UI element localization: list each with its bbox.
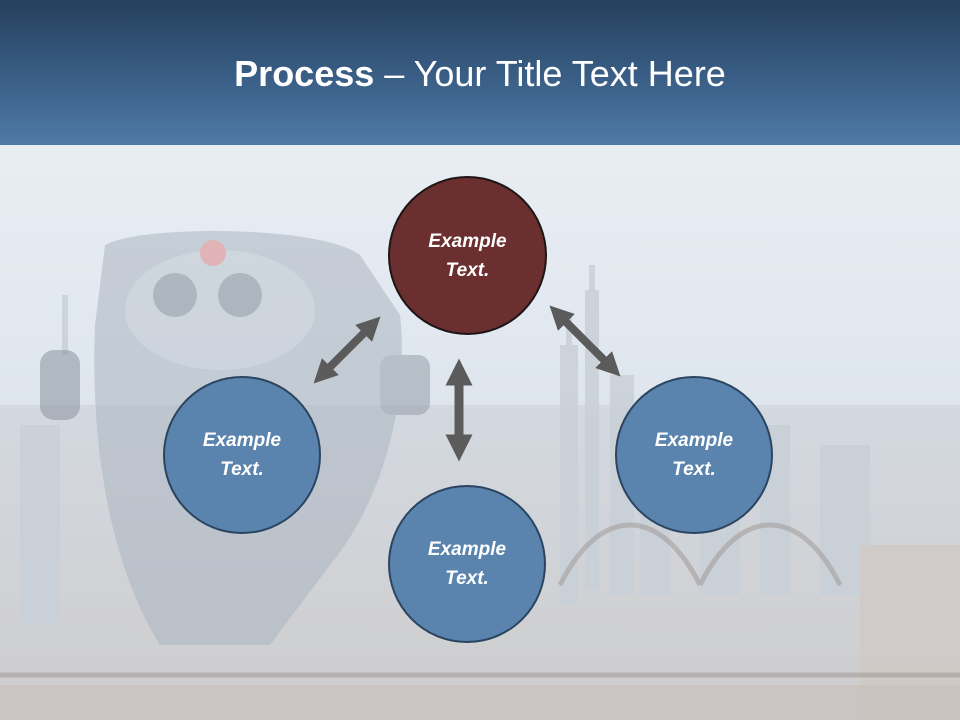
- node-right-line1: Example: [654, 430, 734, 451]
- node-top-line2: Text.: [445, 259, 490, 281]
- node-bottom-line1: Example: [427, 539, 507, 560]
- title-bold: Process: [234, 53, 375, 94]
- node-top-line1: Example: [428, 230, 507, 252]
- header-bar: [0, 0, 960, 145]
- node-bottom-line2: Text.: [445, 568, 489, 589]
- title-rest: – Your Title Text Here: [374, 53, 726, 94]
- slide-title: Process – Your Title Text Here: [0, 52, 960, 96]
- node-left-line1: Example: [202, 430, 282, 451]
- node-right-line2: Text.: [672, 459, 716, 480]
- node-left-line2: Text.: [220, 459, 264, 480]
